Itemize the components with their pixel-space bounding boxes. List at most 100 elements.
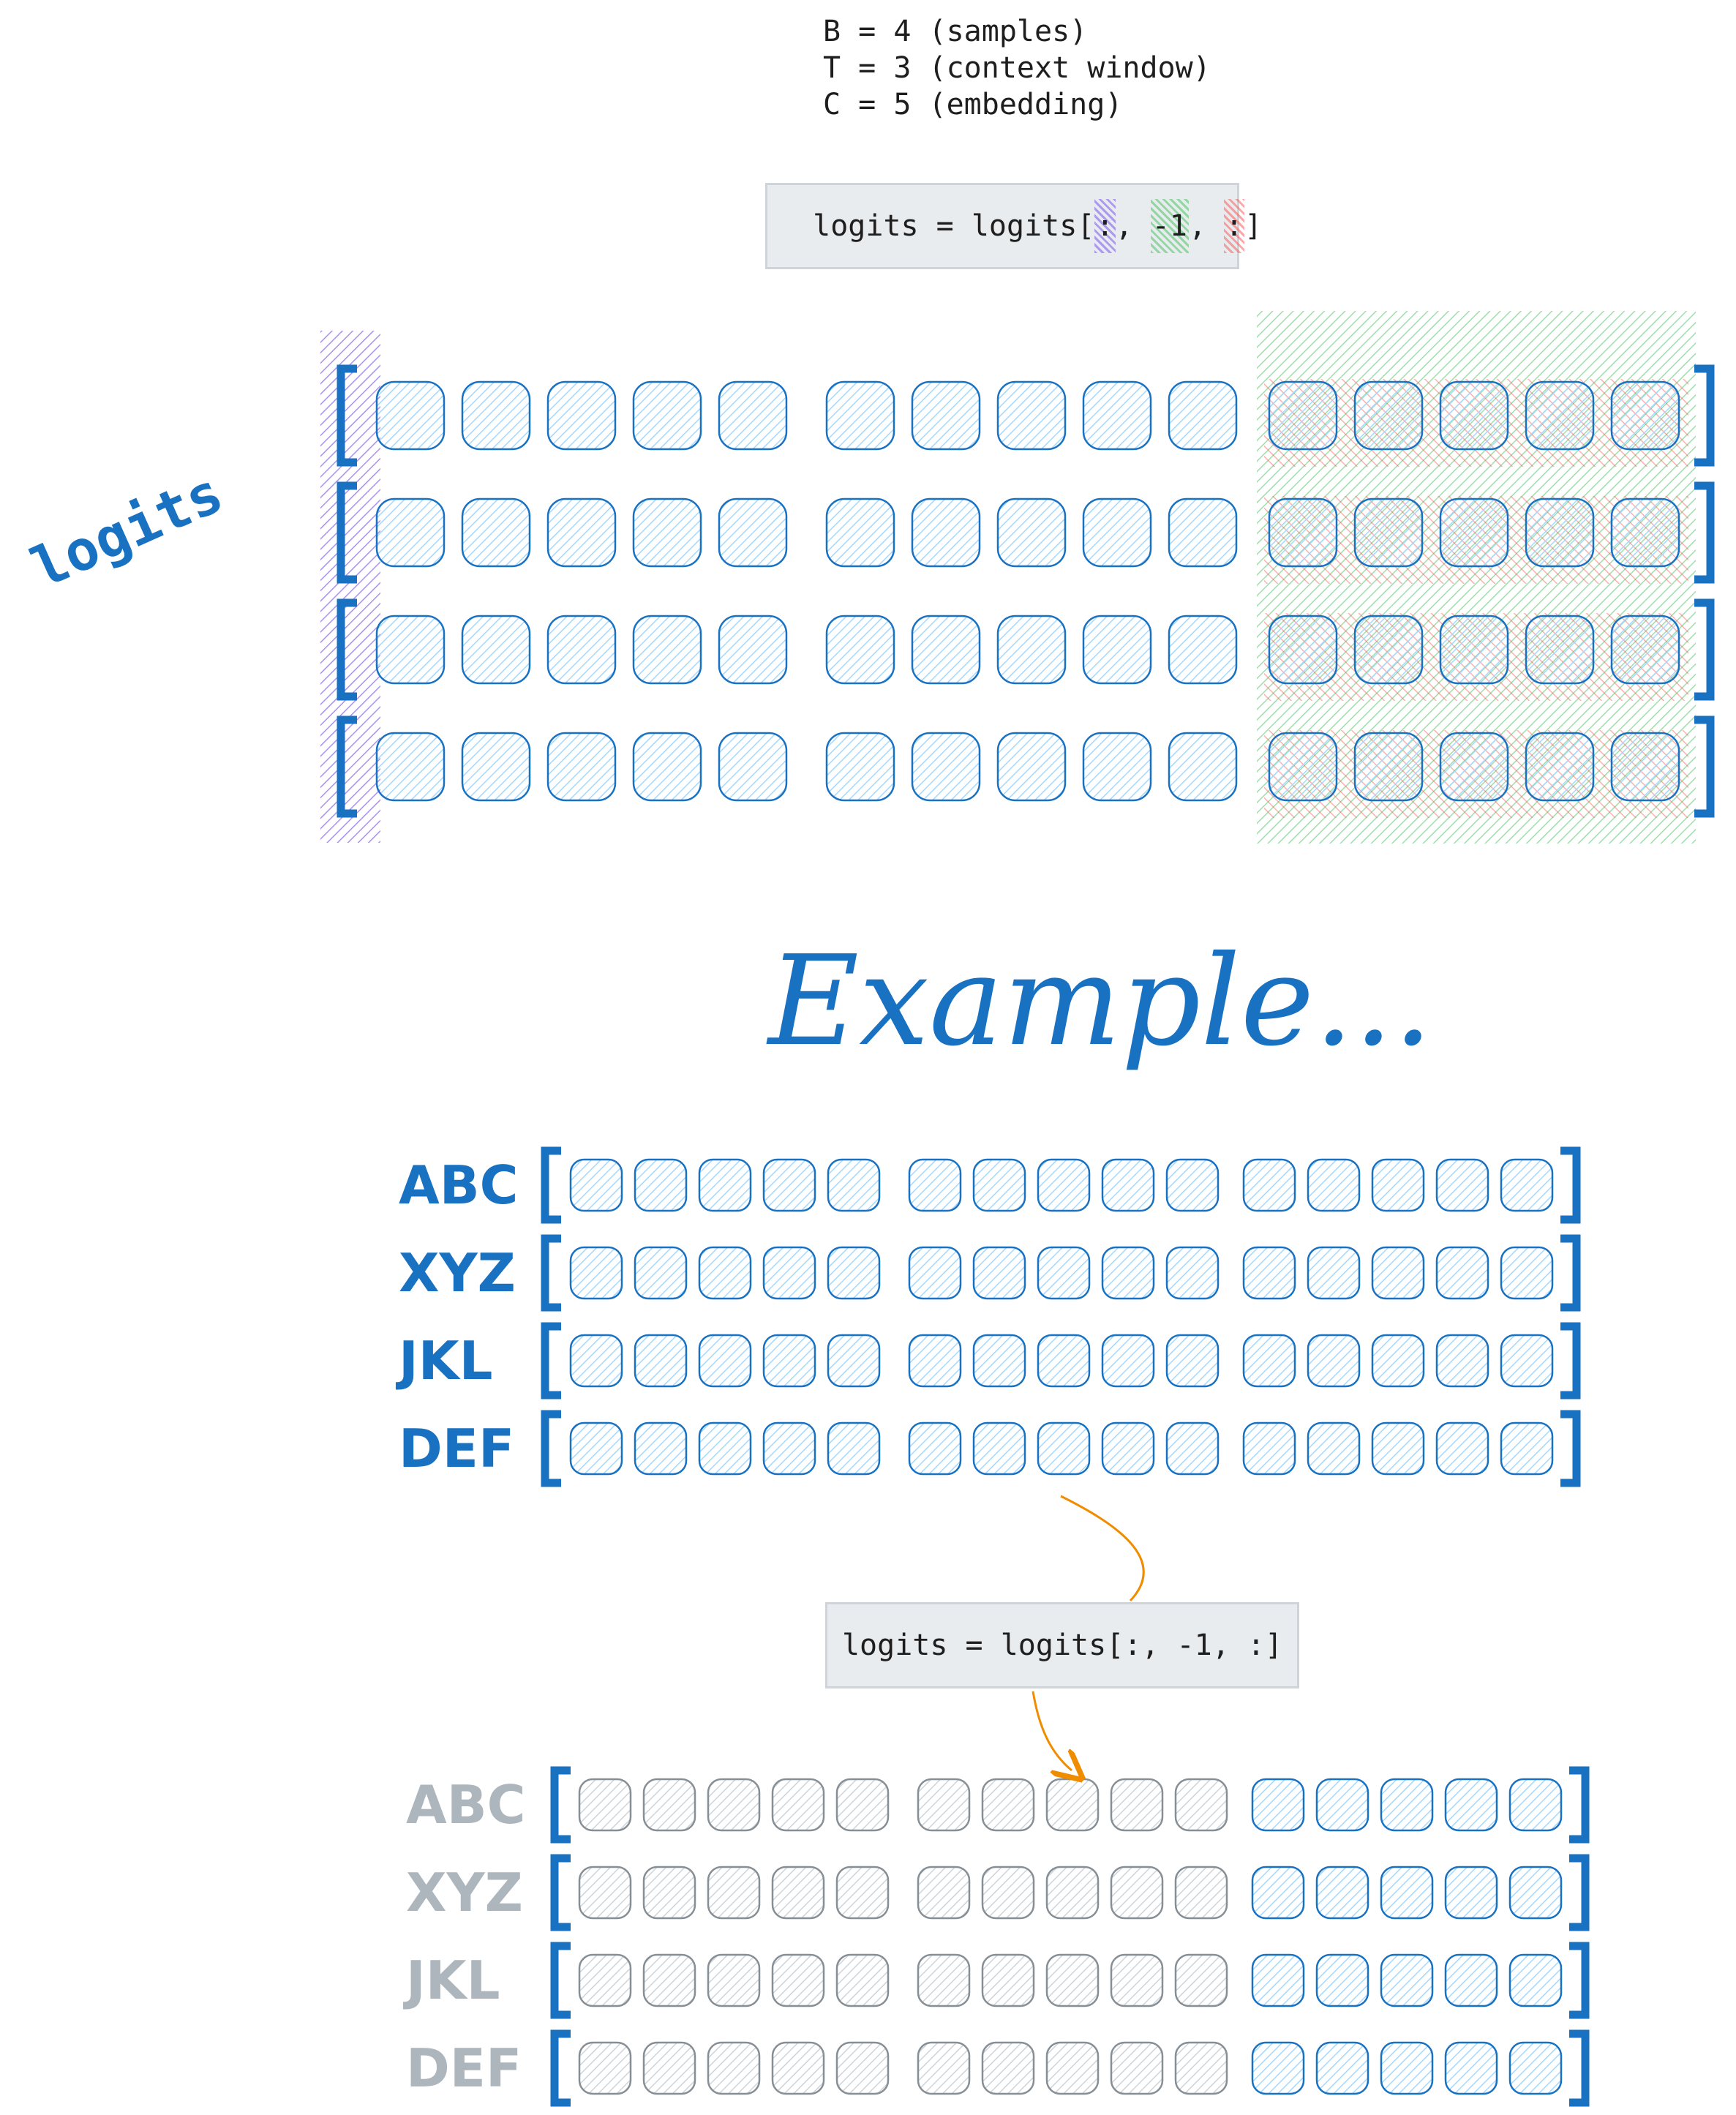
tensor-cell: [698, 1421, 752, 1476]
tensor-cell: [972, 1421, 1026, 1476]
tensor-cell: [908, 1421, 962, 1476]
tensor-cell: [642, 1778, 696, 1832]
bracket-right: [1694, 481, 1715, 584]
tensor-cell: [1251, 1953, 1305, 2007]
tensor-cell: [1610, 380, 1680, 451]
tensor-cell: [578, 1953, 632, 2007]
tensor-cell: [375, 497, 446, 568]
tensor-cell: [632, 497, 702, 568]
tensor-cell: [569, 1421, 623, 1476]
tensor-cell: [1444, 1866, 1498, 1920]
tensor-cell: [1439, 497, 1509, 568]
tensor-cell: [707, 1778, 761, 1832]
bracket-right: [1569, 1854, 1590, 1931]
tensor-cell: [1353, 380, 1424, 451]
tensor-cell: [461, 615, 531, 685]
batch-dim-highlight: [320, 331, 380, 843]
tensor-cell: [1251, 1778, 1305, 1832]
tensor-cell: [1435, 1334, 1489, 1388]
tensor-cell: [1168, 380, 1238, 451]
tensor-cell: [996, 732, 1067, 802]
tensor-cell: [1380, 2041, 1434, 2095]
bracket-left: [541, 1322, 561, 1400]
tensor-cell: [1110, 2041, 1164, 2095]
tensor-cell: [762, 1158, 816, 1212]
tensor-cell: [835, 1778, 890, 1832]
tensor-cell: [1101, 1421, 1155, 1476]
tensor-cell: [1439, 615, 1509, 685]
tensor-cell: [1082, 380, 1152, 451]
tensor-cell: [1037, 1246, 1091, 1300]
tensor-cell: [578, 1866, 632, 1920]
tensor-cell: [718, 615, 788, 685]
tensor-cell: [1435, 1246, 1489, 1300]
tensor-cell: [1315, 1953, 1369, 2007]
code-prefix: logits = logits[: [813, 209, 1095, 243]
tensor-cell: [461, 380, 531, 451]
tensor-cell: [762, 1334, 816, 1388]
tensor-cell: [981, 1778, 1035, 1832]
tensor-cell: [707, 1866, 761, 1920]
code-t-slice: -1: [1151, 209, 1187, 243]
tensor-cell: [827, 1421, 881, 1476]
tensor-cell: [1268, 615, 1338, 685]
bracket-right: [1560, 1234, 1581, 1312]
tensor-cell: [1168, 615, 1238, 685]
tensor-cell: [1315, 1778, 1369, 1832]
row-label: DEF: [399, 1418, 515, 1479]
tensor-cell: [1165, 1158, 1220, 1212]
tensor-cell: [827, 1246, 881, 1300]
param-t: T = 3 (context window): [823, 51, 1211, 85]
example-tensor: [541, 1146, 1581, 1487]
tensor-cell: [642, 1953, 696, 2007]
tensor-cell: [634, 1158, 688, 1212]
tensor-cell: [578, 2041, 632, 2095]
tensor-cell: [1500, 1421, 1554, 1476]
tensor-cell: [632, 732, 702, 802]
tensor-cell: [996, 380, 1067, 451]
bracket-right: [1569, 2029, 1590, 2107]
tensor-cell: [642, 1866, 696, 1920]
tensor-cell: [1268, 380, 1338, 451]
tensor-cell: [911, 615, 981, 685]
tensor-cell: [546, 732, 617, 802]
tensor-cell: [1110, 1866, 1164, 1920]
bracket-right: [1560, 1322, 1581, 1400]
tensor-cell: [461, 732, 531, 802]
tensor-cell: [1045, 1953, 1100, 2007]
tensor-cell: [1439, 380, 1509, 451]
tensor-cell: [718, 497, 788, 568]
tensor-cell: [1444, 1778, 1498, 1832]
bracket-right: [1694, 364, 1715, 467]
tensor-cell: [1168, 497, 1238, 568]
tensor-cell: [1307, 1421, 1361, 1476]
tensor-shape-params: B = 4 (samples) T = 3 (context window) C…: [823, 13, 1211, 123]
tensor-cell: [835, 2041, 890, 2095]
tensor-cell: [1045, 1778, 1100, 1832]
tensor-cell: [632, 615, 702, 685]
tensor-cell: [1353, 497, 1424, 568]
tensor-cell: [1435, 1421, 1489, 1476]
code-suffix: ]: [1244, 209, 1263, 243]
tensor-cell: [1508, 1866, 1563, 1920]
tensor-cell: [632, 380, 702, 451]
tensor-cell: [1268, 732, 1338, 802]
tensor-cell: [771, 1866, 825, 1920]
tensor-cell: [375, 615, 446, 685]
bracket-left: [337, 598, 357, 701]
tensor-cell: [707, 1953, 761, 2007]
tensor-cell: [1037, 1421, 1091, 1476]
bracket-right: [1569, 1766, 1590, 1844]
tensor-cell: [546, 615, 617, 685]
tensor-cell: [911, 732, 981, 802]
bracket-right: [1560, 1146, 1581, 1224]
tensor-cell: [1500, 1334, 1554, 1388]
bracket-left: [337, 364, 357, 467]
tensor-cell: [718, 380, 788, 451]
tensor-cell: [1037, 1334, 1091, 1388]
tensor-cell: [981, 2041, 1035, 2095]
tensor-cell: [642, 2041, 696, 2095]
bracket-left: [337, 715, 357, 818]
tensor-cell: [911, 497, 981, 568]
